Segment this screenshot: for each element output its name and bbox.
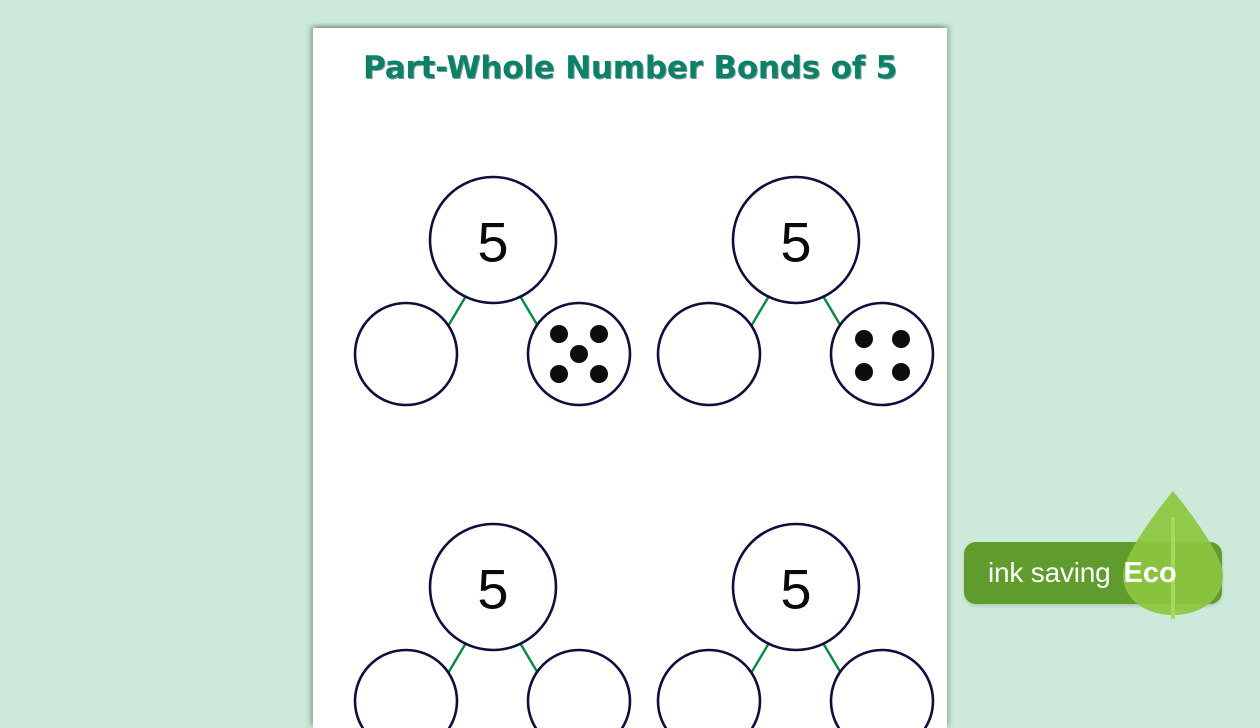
number-bond-group-1: 5 [348,120,638,410]
whole-value-4: 5 [780,558,811,621]
page-title: Part-Whole Number Bonds of 5 [363,50,897,86]
whole-value-2: 5 [780,211,811,274]
number-bond-group-2: 5 [651,120,941,410]
ink-saving-label: ink saving [988,557,1111,588]
eco-label: Eco [1123,556,1177,589]
part-circle-left-4[interactable] [656,648,762,728]
counter-dots-right-2 [855,330,910,381]
whole-value-3: 5 [477,558,508,621]
part-circle-right-3[interactable] [526,648,632,728]
number-bond-group-4: 5 [651,467,941,728]
bond-diagram-4: 5 [656,522,935,728]
whole-circle-1[interactable] [428,175,558,305]
bond-diagram-3: 5 [353,522,632,728]
part-circle-left-3[interactable] [353,648,459,728]
whole-circle-2[interactable] [731,175,861,305]
part-circle-left-1[interactable] [353,301,459,407]
eco-badge-text: ink saving Eco [964,542,1222,604]
part-circle-right-2[interactable] [829,301,935,407]
part-circle-left-2[interactable] [656,301,762,407]
part-circle-right-4[interactable] [829,648,935,728]
leaf-icon [1123,491,1223,619]
worksheet-page: Part-Whole Number Bonds of 5 5 5 [313,28,947,728]
bond-diagram-1: 5 [353,175,632,407]
bond-diagram-2: 5 [656,175,935,407]
number-bond-group-3: 5 [348,467,638,728]
counter-dots-right-1 [550,325,608,383]
ink-saving-eco-badge: ink saving Eco [964,482,1260,630]
whole-value-1: 5 [477,211,508,274]
